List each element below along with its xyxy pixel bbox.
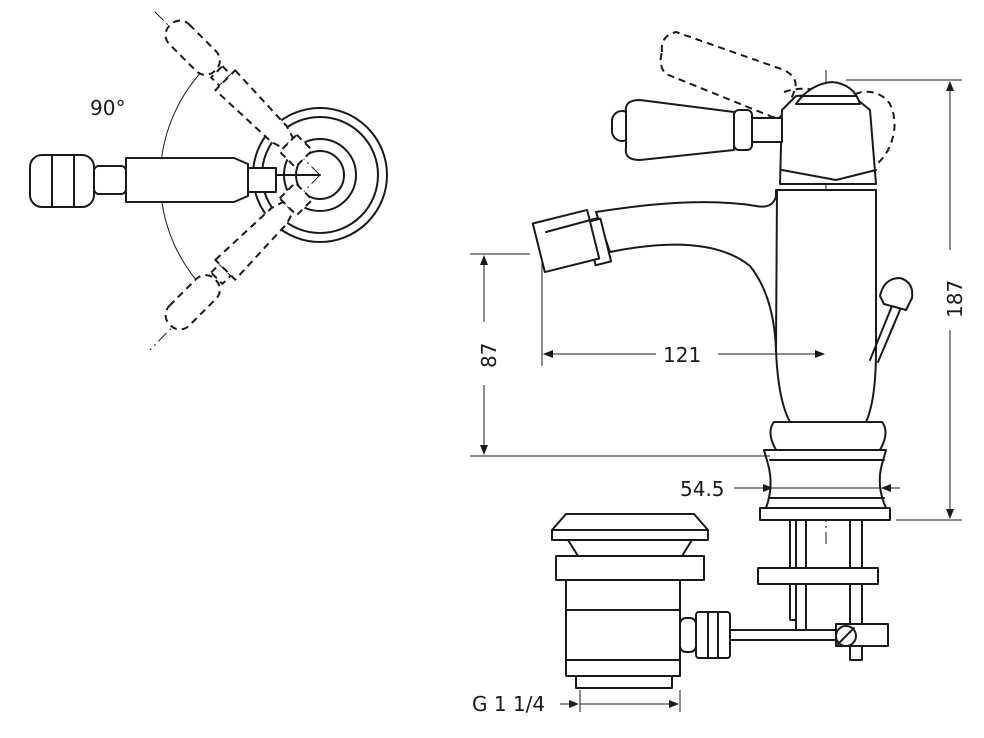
dim-spout-height: 87	[470, 253, 770, 457]
base-flange-top	[769, 421, 887, 451]
popup-waste	[551, 513, 889, 689]
dimension-label: 87	[477, 343, 501, 368]
dim-base-diameter: 54.5	[680, 477, 900, 501]
spout-nozzle	[531, 208, 613, 274]
dim-spout-reach: 121	[541, 262, 825, 367]
popup-rod	[869, 277, 914, 363]
angle-label: 90°	[90, 96, 125, 120]
lever-side	[611, 99, 783, 161]
body-column	[775, 189, 877, 423]
dim-total-height: 187	[846, 79, 967, 521]
spout	[595, 189, 778, 351]
base-plate	[759, 507, 891, 521]
handle-rotated-upper	[164, 19, 314, 169]
dimension-label: G 1 1/4	[472, 692, 545, 716]
side-view: 187 87 121 54.5	[470, 31, 967, 716]
dim-drain-thread: G 1 1/4	[472, 690, 681, 716]
dimension-label: 121	[663, 343, 701, 367]
handle-top-view	[29, 154, 321, 208]
mounting-studs	[757, 519, 879, 661]
handle-rotated-lower	[164, 181, 314, 331]
dimension-label: 54.5	[680, 477, 725, 501]
base-ring	[763, 449, 887, 509]
body-head	[779, 91, 877, 185]
dimension-label: 187	[943, 280, 967, 318]
top-view: 90°	[29, 11, 388, 351]
